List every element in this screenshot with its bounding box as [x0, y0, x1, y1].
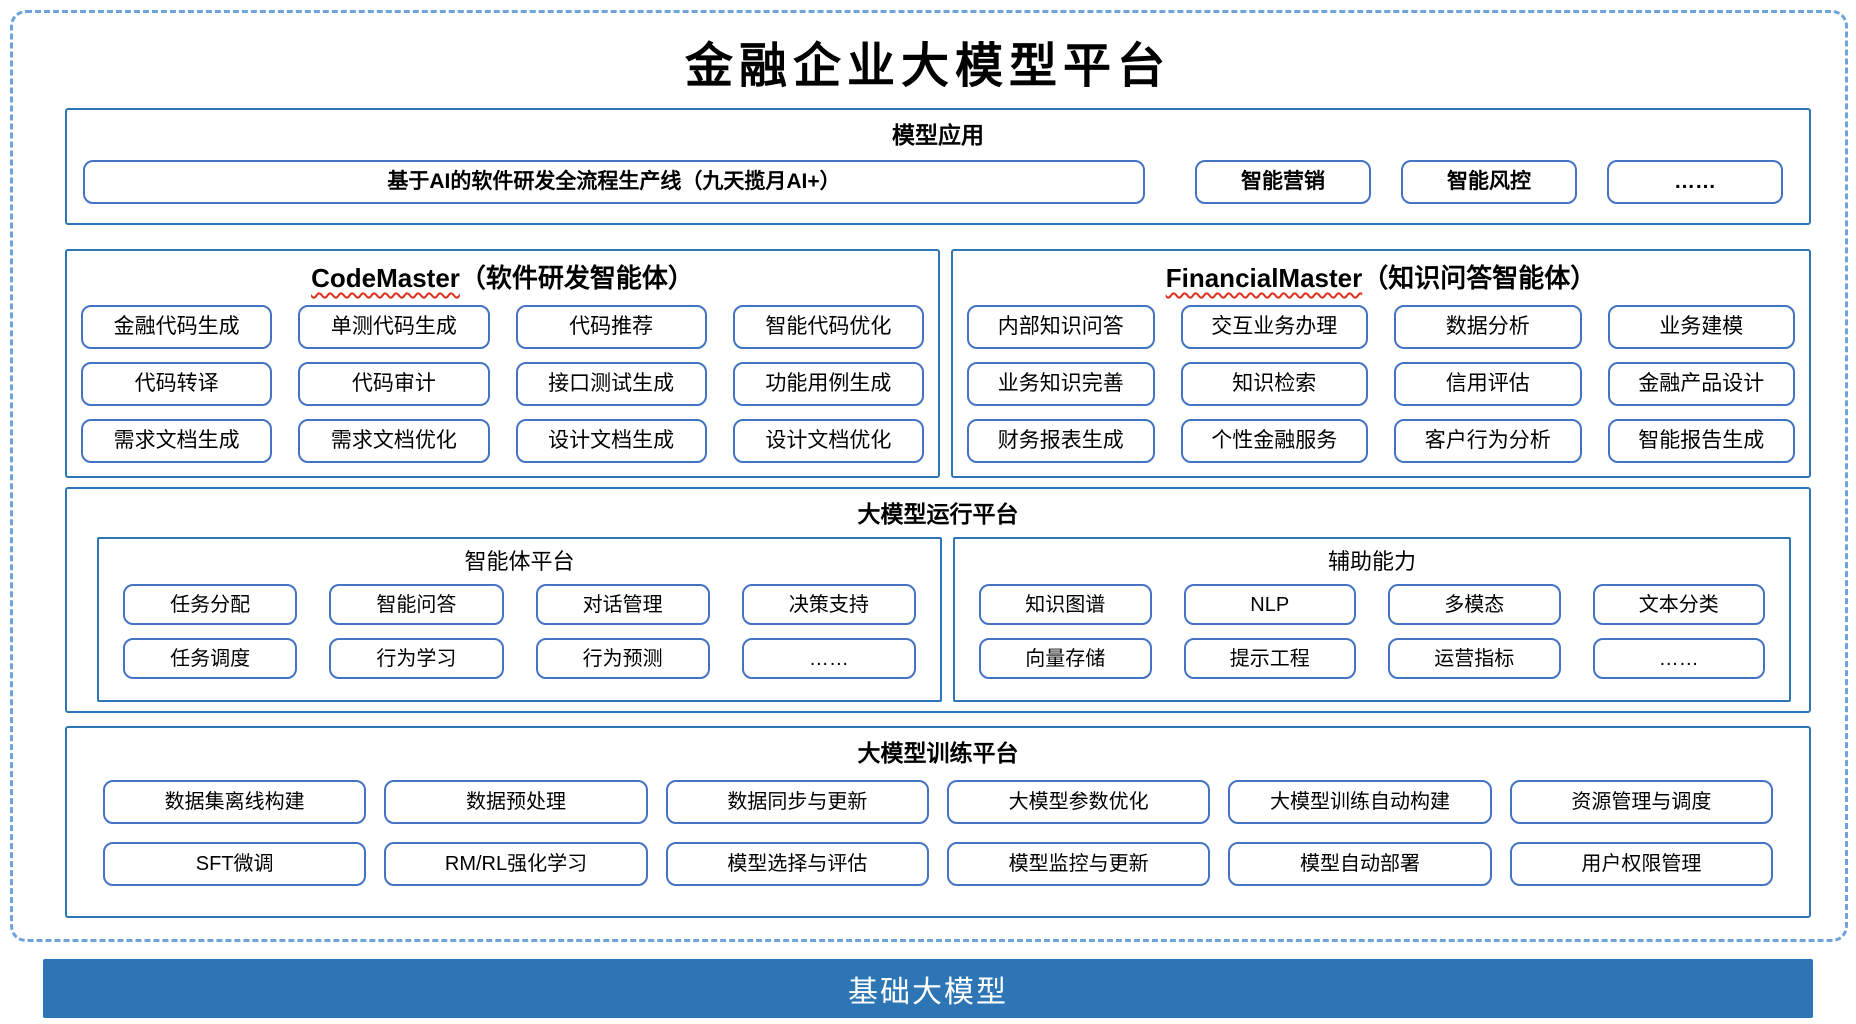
capability-box: 信用评估	[1394, 362, 1582, 406]
capability-box: 数据同步与更新	[665, 780, 929, 824]
section-financialmaster: FinancialMaster（知识问答智能体） 内部知识问答 交互业务办理 数…	[951, 249, 1811, 478]
agent-platform-title: 智能体平台	[464, 549, 575, 574]
training-platform-title: 大模型训练平台	[857, 740, 1019, 766]
agent-platform-grid: 任务分配 智能问答 对话管理 决策支持 任务调度 行为学习 行为预测 ……	[99, 576, 940, 679]
runtime-platform-title: 大模型运行平台	[857, 501, 1019, 527]
capability-box: 智能问答	[329, 584, 504, 625]
capability-box: 对话管理	[535, 584, 710, 625]
capability-box: 大模型参数优化	[947, 780, 1211, 824]
capability-box: 大模型训练自动构建	[1228, 780, 1492, 824]
capability-box: 代码审计	[298, 362, 490, 406]
capability-box: NLP	[1183, 584, 1356, 625]
subsection-agent-platform: 智能体平台 任务分配 智能问答 对话管理 决策支持 任务调度 行为学习 行为预测…	[97, 537, 942, 702]
app-box-risk: 智能风控	[1401, 160, 1577, 204]
capability-box: 任务分配	[123, 584, 298, 625]
capability-box: 单测代码生成	[298, 305, 490, 349]
capability-box: 金融代码生成	[81, 305, 273, 349]
app-box-more: ……	[1607, 160, 1783, 204]
capability-box: 财务报表生成	[967, 419, 1155, 463]
capability-box: 代码转译	[81, 362, 273, 406]
auxiliary-title: 辅助能力	[1327, 549, 1416, 574]
app-box-marketing: 智能营销	[1195, 160, 1371, 204]
capability-box: 决策支持	[741, 584, 916, 625]
section-runtime-platform: 大模型运行平台 智能体平台 任务分配 智能问答 对话管理 决策支持 任务调度 行…	[65, 487, 1811, 713]
capability-box: 金融产品设计	[1607, 362, 1795, 406]
page-title: 金融企业大模型平台	[684, 38, 1171, 94]
capability-box: 智能代码优化	[732, 305, 924, 349]
codemaster-title-en: CodeMaster	[311, 263, 460, 293]
capability-box: 智能报告生成	[1607, 419, 1795, 463]
capability-box: 模型选择与评估	[665, 842, 929, 886]
codemaster-title-zh: （软件研发智能体）	[459, 263, 694, 293]
capability-box: 知识检索	[1180, 362, 1368, 406]
section-training-platform: 大模型训练平台 数据集离线构建 数据预处理 数据同步与更新 大模型参数优化 大模…	[65, 726, 1811, 918]
capability-box: 知识图谱	[979, 584, 1152, 625]
capability-box: 接口测试生成	[515, 362, 707, 406]
capability-box: SFT微调	[103, 842, 367, 886]
foundation-model-bar: 基础大模型	[43, 959, 1813, 1018]
capability-box: 提示工程	[1183, 638, 1356, 679]
capability-box: 模型监控与更新	[947, 842, 1211, 886]
capability-box: 行为学习	[329, 638, 504, 679]
capability-box: 资源管理与调度	[1509, 780, 1773, 824]
capability-box: 内部知识问答	[967, 305, 1155, 349]
codemaster-grid: 金融代码生成 单测代码生成 代码推荐 智能代码优化 代码转译 代码审计 接口测试…	[67, 295, 938, 463]
capability-box: 业务建模	[1607, 305, 1795, 349]
capability-box: 设计文档优化	[732, 419, 924, 463]
capability-box: 需求文档优化	[298, 419, 490, 463]
financialmaster-title: FinancialMaster（知识问答智能体）	[953, 251, 1809, 295]
section-model-apps: 模型应用 基于AI的软件研发全流程生产线（九天揽月AI+） 智能营销 智能风控 …	[65, 108, 1811, 225]
section-codemaster: CodeMaster（软件研发智能体） 金融代码生成 单测代码生成 代码推荐 智…	[65, 249, 940, 478]
capability-box: 数据预处理	[384, 780, 648, 824]
capability-box: 数据集离线构建	[103, 780, 367, 824]
capability-box: 交互业务办理	[1180, 305, 1368, 349]
capability-box: 设计文档生成	[515, 419, 707, 463]
capability-box: 向量存储	[979, 638, 1152, 679]
capability-box: 行为预测	[535, 638, 710, 679]
capability-box: 个性金融服务	[1180, 419, 1368, 463]
capability-box: 模型自动部署	[1228, 842, 1492, 886]
capability-box: 多模态	[1388, 584, 1561, 625]
capability-box: 用户权限管理	[1509, 842, 1773, 886]
capability-box: 业务知识完善	[967, 362, 1155, 406]
financialmaster-grid: 内部知识问答 交互业务办理 数据分析 业务建模 业务知识完善 知识检索 信用评估…	[953, 295, 1809, 463]
financialmaster-title-zh: （知识问答智能体）	[1362, 263, 1597, 293]
codemaster-title: CodeMaster（软件研发智能体）	[67, 251, 938, 295]
training-platform-grid: 数据集离线构建 数据预处理 数据同步与更新 大模型参数优化 大模型训练自动构建 …	[67, 768, 1809, 886]
capability-box: 运营指标	[1388, 638, 1561, 679]
outer-dashed-border	[10, 10, 1848, 942]
subsection-auxiliary: 辅助能力 知识图谱 NLP 多模态 文本分类 向量存储 提示工程 运营指标 ……	[953, 537, 1791, 702]
capability-box: ……	[741, 638, 916, 679]
capability-box: 需求文档生成	[81, 419, 273, 463]
pipeline-box: 基于AI的软件研发全流程生产线（九天揽月AI+）	[83, 160, 1145, 204]
capability-box: 代码推荐	[515, 305, 707, 349]
capability-box: 任务调度	[123, 638, 298, 679]
capability-box: 文本分类	[1592, 584, 1765, 625]
capability-box: ……	[1592, 638, 1765, 679]
auxiliary-grid: 知识图谱 NLP 多模态 文本分类 向量存储 提示工程 运营指标 ……	[955, 576, 1789, 679]
capability-box: 数据分析	[1394, 305, 1582, 349]
financialmaster-title-en: FinancialMaster	[1165, 263, 1363, 293]
capability-box: 客户行为分析	[1394, 419, 1582, 463]
capability-box: 功能用例生成	[732, 362, 924, 406]
capability-box: RM/RL强化学习	[384, 842, 648, 886]
model-apps-title: 模型应用	[892, 122, 984, 148]
model-apps-row: 基于AI的软件研发全流程生产线（九天揽月AI+） 智能营销 智能风控 ……	[67, 150, 1809, 204]
